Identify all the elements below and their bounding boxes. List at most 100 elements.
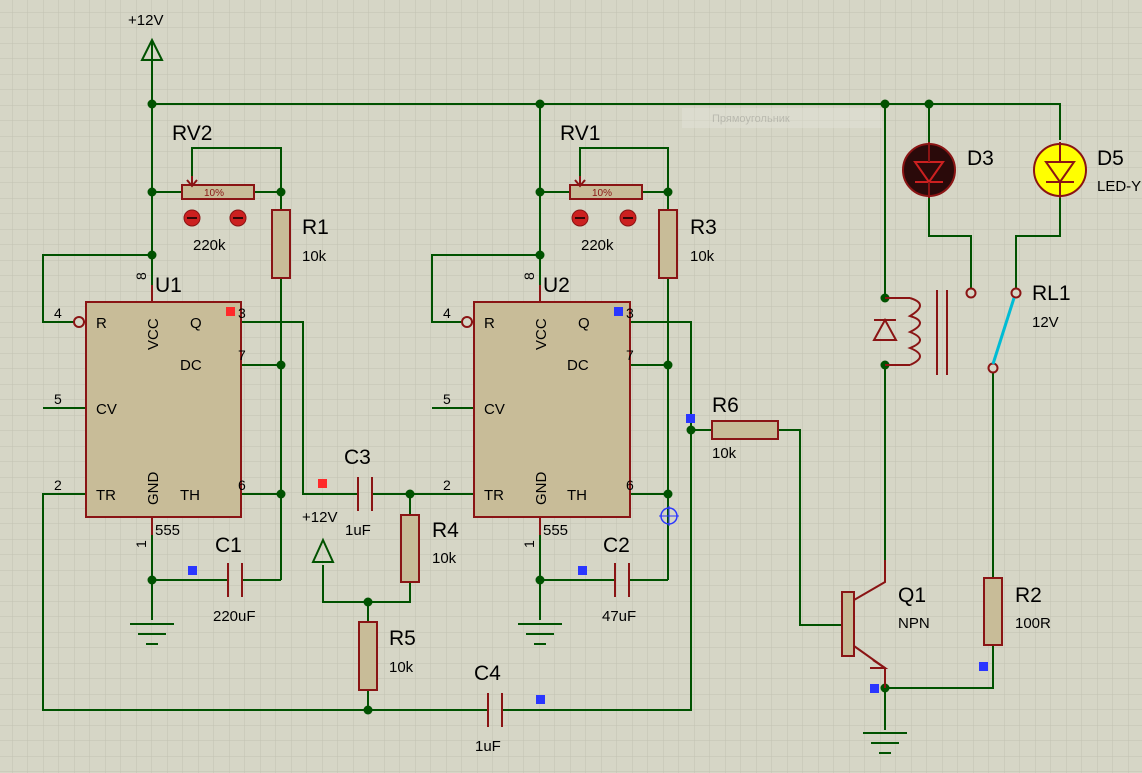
pot-setting: 10% — [592, 188, 612, 199]
resistor-r2[interactable]: R2 100R — [983, 577, 1051, 646]
resistor-r5[interactable]: R5 10k — [358, 621, 416, 691]
res-value: 10k — [389, 659, 414, 676]
pin-num-4: 4 — [443, 305, 451, 321]
pin-num-1: 1 — [133, 540, 149, 548]
pin-dc-label: DC — [567, 357, 589, 374]
pin-num-4: 4 — [54, 305, 62, 321]
res-value: 10k — [690, 248, 715, 265]
res-value: 10k — [712, 445, 737, 462]
crosshair-cursor-icon — [659, 506, 679, 526]
resistor-r4[interactable]: R4 10k — [400, 514, 459, 583]
pin-num-7: 7 — [238, 347, 246, 363]
led-value: LED-Y — [1097, 178, 1141, 195]
cap-value: 1uF — [345, 522, 371, 539]
cap-value: 220uF — [213, 608, 256, 625]
pin-q-label: Q — [578, 315, 590, 332]
capacitor-c4[interactable]: C4 1uF — [474, 662, 503, 755]
transistor-q1[interactable]: Q1 NPN — [841, 560, 930, 688]
pin-num-1: 1 — [521, 540, 537, 548]
capacitor-c3[interactable]: C3 1uF — [344, 446, 373, 539]
pin-cv-label: CV — [96, 401, 117, 418]
led-ref: D3 — [967, 147, 994, 170]
cap-ref: C4 — [474, 662, 501, 685]
pot-value: 220k — [193, 237, 226, 254]
relay-value: 12V — [1032, 314, 1059, 331]
ground-q1 — [863, 732, 907, 754]
capacitor-c1[interactable]: C1 220uF — [213, 534, 256, 625]
power-12v-top[interactable]: +12V — [128, 12, 164, 61]
resistor-r6[interactable]: R6 10k — [711, 394, 779, 462]
res-ref: R1 — [302, 216, 329, 239]
ic-ref: U1 — [155, 274, 182, 297]
led-d3[interactable]: D3 — [902, 142, 994, 198]
pin-cv-label: CV — [484, 401, 505, 418]
ic-ref: U2 — [543, 274, 570, 297]
pot-value: 220k — [581, 237, 614, 254]
pot-setting: 10% — [204, 188, 224, 199]
ghost-tool-label: Прямоугольник — [682, 108, 882, 128]
res-ref: R6 — [712, 394, 739, 417]
potentiometer-rv2[interactable]: 10% RV2 220k — [172, 122, 255, 254]
pin-r-label: R — [484, 315, 495, 332]
potentiometer-rv1[interactable]: 10% RV1 220k — [560, 122, 643, 254]
pin-th-label: TH — [567, 487, 587, 504]
relay-rl1[interactable]: RL1 12V — [872, 282, 1071, 375]
res-ref: R2 — [1015, 584, 1042, 607]
pin-num-7: 7 — [626, 347, 634, 363]
cap-value: 1uF — [475, 738, 501, 755]
relay-ref: RL1 — [1032, 282, 1071, 305]
transistor-value: NPN — [898, 615, 930, 632]
cap-ref: C3 — [344, 446, 371, 469]
pin-r-label: R — [96, 315, 107, 332]
resistor-r3[interactable]: R3 10k — [658, 209, 717, 279]
pot-ref: RV1 — [560, 122, 600, 145]
res-ref: R4 — [432, 519, 459, 542]
pin-dc-label: DC — [180, 357, 202, 374]
ground-u1 — [130, 623, 174, 645]
pin-gnd-label: GND — [145, 472, 162, 506]
pin-num-8: 8 — [521, 272, 537, 280]
pin-num-8: 8 — [133, 272, 149, 280]
pin-num-2: 2 — [443, 477, 451, 493]
pin-num-3: 3 — [238, 305, 246, 321]
pin-vcc-label: VCC — [533, 318, 550, 350]
pin-num-5: 5 — [54, 391, 62, 407]
pin-num-6: 6 — [626, 477, 634, 493]
pin-vcc-label: VCC — [145, 318, 162, 350]
res-value: 10k — [432, 550, 457, 567]
pin-th-label: TH — [180, 487, 200, 504]
pin-num-6: 6 — [238, 477, 246, 493]
probe-markers — [188, 307, 988, 704]
power-label: +12V — [128, 12, 163, 29]
pin-tr-label: TR — [96, 487, 116, 504]
res-ref: R3 — [690, 216, 717, 239]
pin-num-5: 5 — [443, 391, 451, 407]
power-12v-mid[interactable]: +12V — [302, 509, 337, 563]
power-label: +12V — [302, 509, 337, 526]
res-value: 10k — [302, 248, 327, 265]
res-ref: R5 — [389, 627, 416, 650]
cap-ref: C2 — [603, 534, 630, 557]
ghost-tool-text: Прямоугольник — [712, 113, 790, 125]
cap-ref: C1 — [215, 534, 242, 557]
ground-u2 — [518, 623, 562, 645]
resistor-r1[interactable]: R1 10k — [271, 209, 329, 279]
led-d5[interactable]: D5 LED-Y — [1033, 142, 1141, 198]
pin-tr-label: TR — [484, 487, 504, 504]
transistor-ref: Q1 — [898, 584, 926, 607]
led-ref: D5 — [1097, 147, 1124, 170]
pin-num-3: 3 — [626, 305, 634, 321]
res-value: 100R — [1015, 615, 1051, 632]
pin-num-2: 2 — [54, 477, 62, 493]
ic-u2[interactable]: U2 555 R Q DC CV TR TH VCC GND 4 8 3 7 5… — [443, 272, 634, 548]
pot-ref: RV2 — [172, 122, 212, 145]
capacitor-c2[interactable]: C2 47uF — [602, 534, 636, 625]
ic-type: 555 — [155, 522, 180, 539]
ic-type: 555 — [543, 522, 568, 539]
pin-gnd-label: GND — [533, 472, 550, 506]
wires — [42, 60, 1061, 730]
cap-value: 47uF — [602, 608, 636, 625]
ic-u1[interactable]: U1 555 R Q DC CV TR TH VCC GND 4 8 3 7 5… — [54, 272, 246, 548]
pin-q-label: Q — [190, 315, 202, 332]
